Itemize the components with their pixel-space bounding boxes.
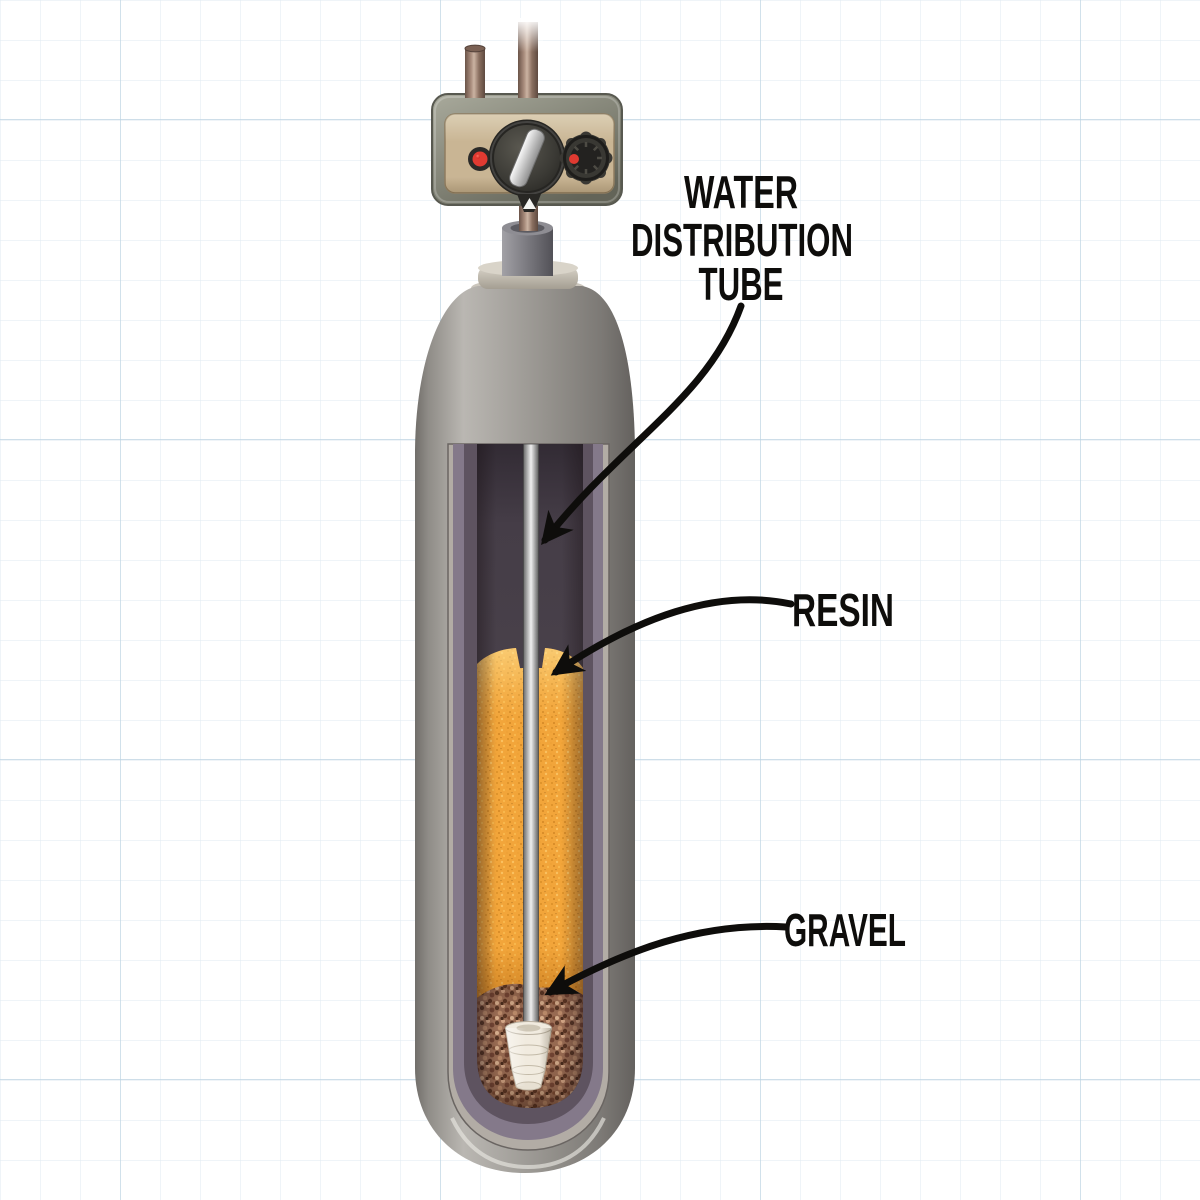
timer-knob[interactable] [559,131,613,185]
knob-red-dot [569,154,579,164]
label-water-distribution-tube-line3: TUBE [699,258,784,310]
labels: WATER DISTRIBUTION TUBE RESIN GRAVEL [631,166,906,956]
neck-cylinder [502,228,553,276]
label-resin: RESIN [792,584,894,636]
arrow-to-resin [550,596,795,676]
control-valve [431,93,623,213]
dial-handle[interactable] [507,127,547,189]
label-gravel: GRAVEL [784,904,906,956]
label-water-distribution-tube-line1: WATER [684,166,798,218]
tank-bottom-highlight [450,1117,606,1170]
callout-arrows [541,302,795,996]
inlet-pipe-fade [513,18,543,52]
tank [415,278,635,1173]
indicator-led [468,147,492,171]
label-water-distribution-tube-line2: DISTRIBUTION [631,214,853,266]
arrow-to-tube [541,302,745,546]
arrow-to-gravel [544,922,790,996]
control-dial[interactable] [488,119,566,213]
tank-neck [478,203,578,289]
dial-pointer-triangle-icon [523,198,536,209]
water-distribution-tube [523,444,539,1031]
inlet-outlet-pipes [464,18,543,98]
distributor-basket [504,1021,553,1091]
outlet-pipe [465,48,485,98]
